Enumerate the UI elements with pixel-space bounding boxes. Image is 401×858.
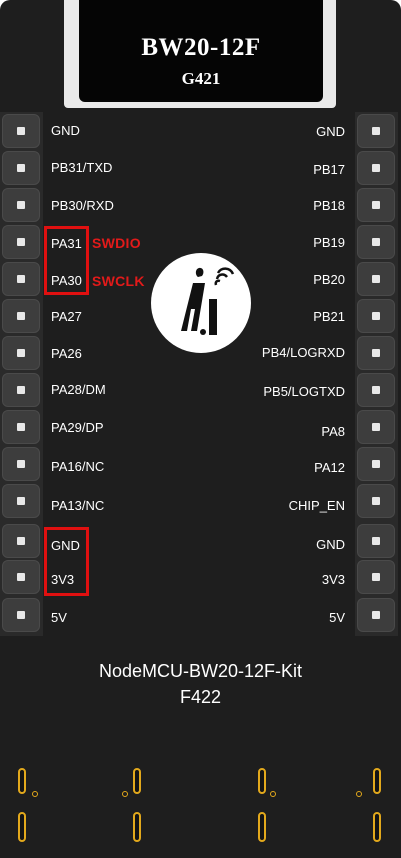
- pin: [2, 373, 40, 407]
- power-pins-highlight: [44, 527, 89, 596]
- pin: [357, 524, 395, 558]
- pin: [357, 225, 395, 259]
- pin: [357, 114, 395, 148]
- pin-label: PB31/TXD: [51, 160, 113, 175]
- pin: [357, 598, 395, 632]
- board-code: F422: [179, 687, 222, 707]
- pin: [357, 410, 395, 444]
- pin: [2, 188, 40, 222]
- pin: [2, 299, 40, 333]
- pin-label: PB5/LOGTXD: [263, 384, 345, 399]
- pin: [2, 151, 40, 185]
- right-pin-header: [355, 112, 398, 636]
- pin-label: 3V3: [321, 572, 345, 587]
- pin: [357, 262, 395, 296]
- pin: [357, 299, 395, 333]
- pin-label: PA31: [51, 236, 82, 251]
- pin-label: PB30/RXD: [51, 198, 114, 213]
- board-name: NodeMCU-BW20-12F-Kit: [98, 661, 303, 681]
- via-pad: [270, 791, 276, 797]
- pin-label: CHIP_EN: [288, 498, 345, 513]
- pin-label: PB21: [313, 309, 345, 324]
- castellated-slot: [373, 812, 381, 842]
- castellated-slot: [18, 768, 26, 794]
- pin-label: PB17: [313, 162, 345, 177]
- swdio-annotation: SWDIO: [92, 235, 141, 251]
- pin-label: 5V: [51, 610, 67, 625]
- pin-label: PA27: [51, 309, 82, 324]
- swd-pins-highlight: [44, 226, 89, 295]
- pin: [2, 114, 40, 148]
- pin: [2, 598, 40, 632]
- pin-label: PB4/LOGRXD: [261, 345, 345, 360]
- pin-label: GND: [51, 123, 80, 138]
- castellated-slot: [258, 812, 266, 842]
- pin-label: GND: [316, 537, 345, 552]
- pin-label: PA28/DM: [51, 382, 106, 397]
- pin: [357, 188, 395, 222]
- castellated-slot: [133, 768, 141, 794]
- left-pin-header: [0, 112, 43, 636]
- pin-label: PA26: [51, 346, 82, 361]
- pin-label: GND: [51, 538, 80, 553]
- pin: [2, 225, 40, 259]
- pin-label: 3V3: [51, 572, 75, 587]
- module-chip: BW20-12F G421: [79, 0, 323, 102]
- pin-label: PB20: [313, 272, 345, 287]
- pin-label: PA8: [321, 424, 345, 439]
- castellated-slot: [258, 768, 266, 794]
- castellated-slot: [18, 812, 26, 842]
- pin: [2, 560, 40, 594]
- ai-logo: [151, 253, 251, 353]
- pin-label: PB18: [313, 198, 345, 213]
- pin: [357, 373, 395, 407]
- via-pad: [356, 791, 362, 797]
- pin-label: PA16/NC: [51, 459, 105, 474]
- pin: [2, 524, 40, 558]
- pin-label: 5V: [329, 610, 345, 625]
- pin-label: GND: [316, 124, 345, 139]
- castellated-slot: [373, 768, 381, 794]
- pin: [2, 484, 40, 518]
- module-name: BW20-12F: [141, 34, 261, 61]
- pin: [2, 336, 40, 370]
- swclk-annotation: SWCLK: [92, 273, 145, 289]
- pin-label: PA12: [314, 460, 345, 475]
- module-code: G421: [181, 69, 221, 88]
- pin-label: PB19: [313, 235, 345, 250]
- pin: [2, 262, 40, 296]
- pin: [357, 560, 395, 594]
- pin: [357, 151, 395, 185]
- pin: [2, 410, 40, 444]
- pin-label: PA29/DP: [51, 420, 104, 435]
- pin: [357, 447, 395, 481]
- pin: [357, 336, 395, 370]
- castellated-slot: [133, 812, 141, 842]
- pin-label: PA13/NC: [51, 498, 105, 513]
- pin: [357, 484, 395, 518]
- pin-label: PA30: [51, 273, 82, 288]
- via-pad: [122, 791, 128, 797]
- pin: [2, 447, 40, 481]
- via-pad: [32, 791, 38, 797]
